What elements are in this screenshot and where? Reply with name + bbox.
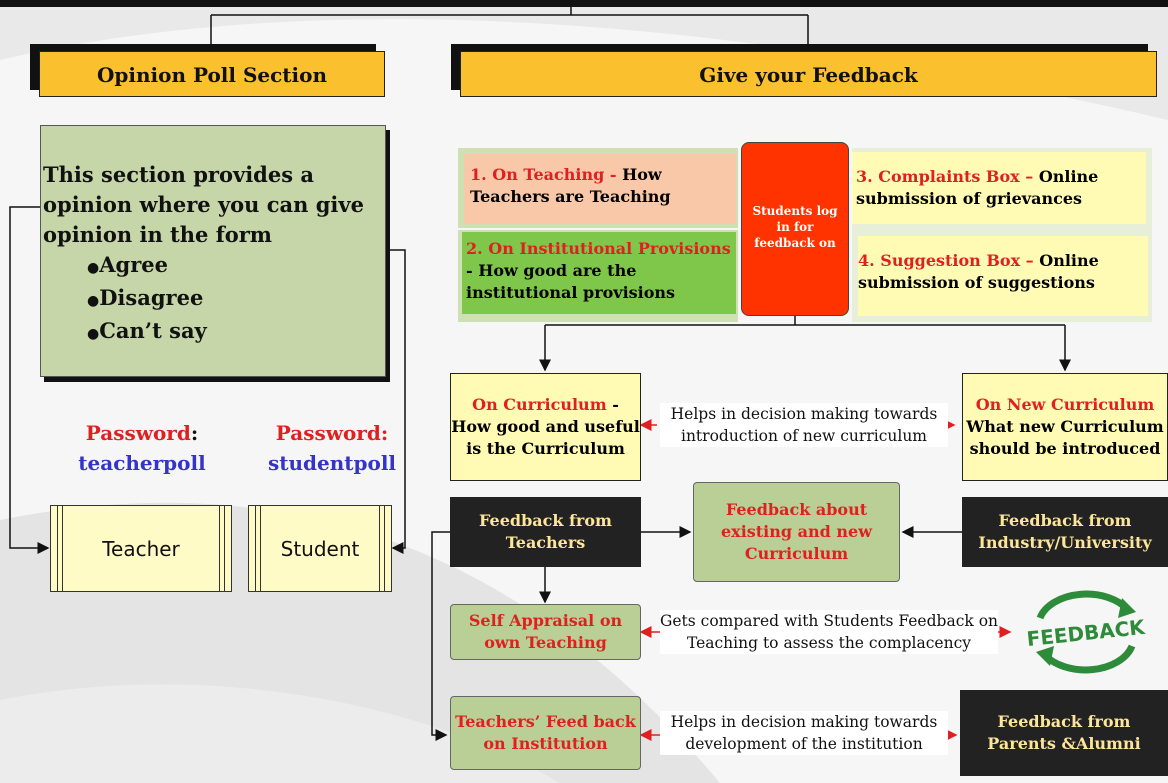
option-cant-say: ●Can’t say [87, 318, 207, 343]
teachers-institution-text: Teachers’ Feed back on Institution [455, 712, 636, 753]
feedback-teachers-text: Feedback from Teachers [479, 511, 612, 552]
on-teaching-title: 1. On Teaching [470, 165, 605, 184]
existing-new-curriculum-box: Feedback about existing and new Curricul… [693, 482, 900, 582]
teachers-institution-box: Teachers’ Feed back on Institution [450, 696, 641, 770]
opinion-description-box: This section provides a opinion where yo… [40, 125, 386, 377]
institutional-title: 2. On Institutional Provisions [466, 239, 731, 258]
feedback-parents-text: Feedback from Parents &Alumni [987, 712, 1141, 753]
feedback-header: Give your Feedback [460, 51, 1157, 97]
new-curriculum-desc: What new Curriculum should be introduced [966, 417, 1164, 458]
compare-label: Gets compared with Students Feedback on … [660, 610, 999, 654]
feedback-parents-box: Feedback from Parents &Alumni [960, 690, 1168, 776]
students-login-text: Students log in for feedback on [752, 204, 838, 250]
feedback-industry-text: Feedback from Industry/University [978, 511, 1152, 552]
new-curriculum-title: On New Curriculum [975, 395, 1155, 414]
suggestion-desc: Online submission of suggestions [858, 251, 1099, 292]
teacher-password-value: teacherpoll [78, 451, 206, 475]
students-login-box: Students log in for feedback on [741, 142, 849, 316]
student-button[interactable]: Student [248, 505, 392, 592]
institutional-desc: - How good are the institutional provisi… [466, 261, 676, 302]
opinion-poll-header: Opinion Poll Section [39, 51, 385, 97]
opinion-description-text: This section provides a opinion where yo… [43, 162, 364, 247]
suggestion-title: 4. Suggestion Box – [858, 251, 1034, 270]
suggestion-box: 4. Suggestion Box – Online submission of… [858, 236, 1148, 316]
complaints-title: 3. Complaints Box – [856, 167, 1034, 186]
feedback-industry-box: Feedback from Industry/University [962, 497, 1168, 567]
opinion-poll-header-text: Opinion Poll Section [96, 63, 328, 87]
student-button-label: Student [280, 536, 360, 561]
on-curriculum-desc: How good and useful is the Curriculum [451, 417, 640, 458]
curriculum-link-label: Helps in decision making towards introdu… [660, 403, 948, 447]
option-disagree: ●Disagree [87, 285, 204, 310]
feedback-teachers-box: Feedback from Teachers [450, 497, 641, 567]
complaints-box: 3. Complaints Box – Online submission of… [852, 152, 1146, 224]
feedback-recycle-icon: FEEDBACK [1026, 590, 1147, 674]
self-appraisal-text: Self Appraisal on own Teaching [468, 611, 623, 652]
teacher-button-label: Teacher [102, 536, 180, 561]
option-agree: ●Agree [87, 252, 168, 277]
complaints-desc: Online submission of grievances [856, 167, 1099, 208]
on-curriculum-title: On Curriculum [472, 395, 607, 414]
institution-label: Helps in decision making towards develop… [660, 711, 948, 755]
opinion-options-list: ●Agree ●Disagree ●Can’t say [87, 250, 381, 349]
feedback-header-text: Give your Feedback [699, 63, 918, 87]
on-teaching-desc: How Teachers are Teaching [470, 165, 671, 206]
institutional-provisions-box: 2. On Institutional Provisions - How goo… [462, 232, 736, 314]
teacher-password: Password: teacherpoll [50, 418, 234, 478]
existing-new-curriculum-text: Feedback about existing and new Curricul… [720, 500, 872, 563]
teacher-password-label: Password [85, 421, 191, 445]
on-curriculum-box: On Curriculum -How good and useful is th… [450, 373, 641, 481]
student-password-label: Password: [275, 421, 389, 445]
self-appraisal-box: Self Appraisal on own Teaching [450, 604, 641, 660]
on-teaching-box: 1. On Teaching - How Teachers are Teachi… [464, 154, 736, 224]
teacher-button[interactable]: Teacher [50, 505, 232, 592]
student-password: Password: studentpoll [260, 418, 404, 478]
student-password-value: studentpoll [267, 451, 397, 475]
